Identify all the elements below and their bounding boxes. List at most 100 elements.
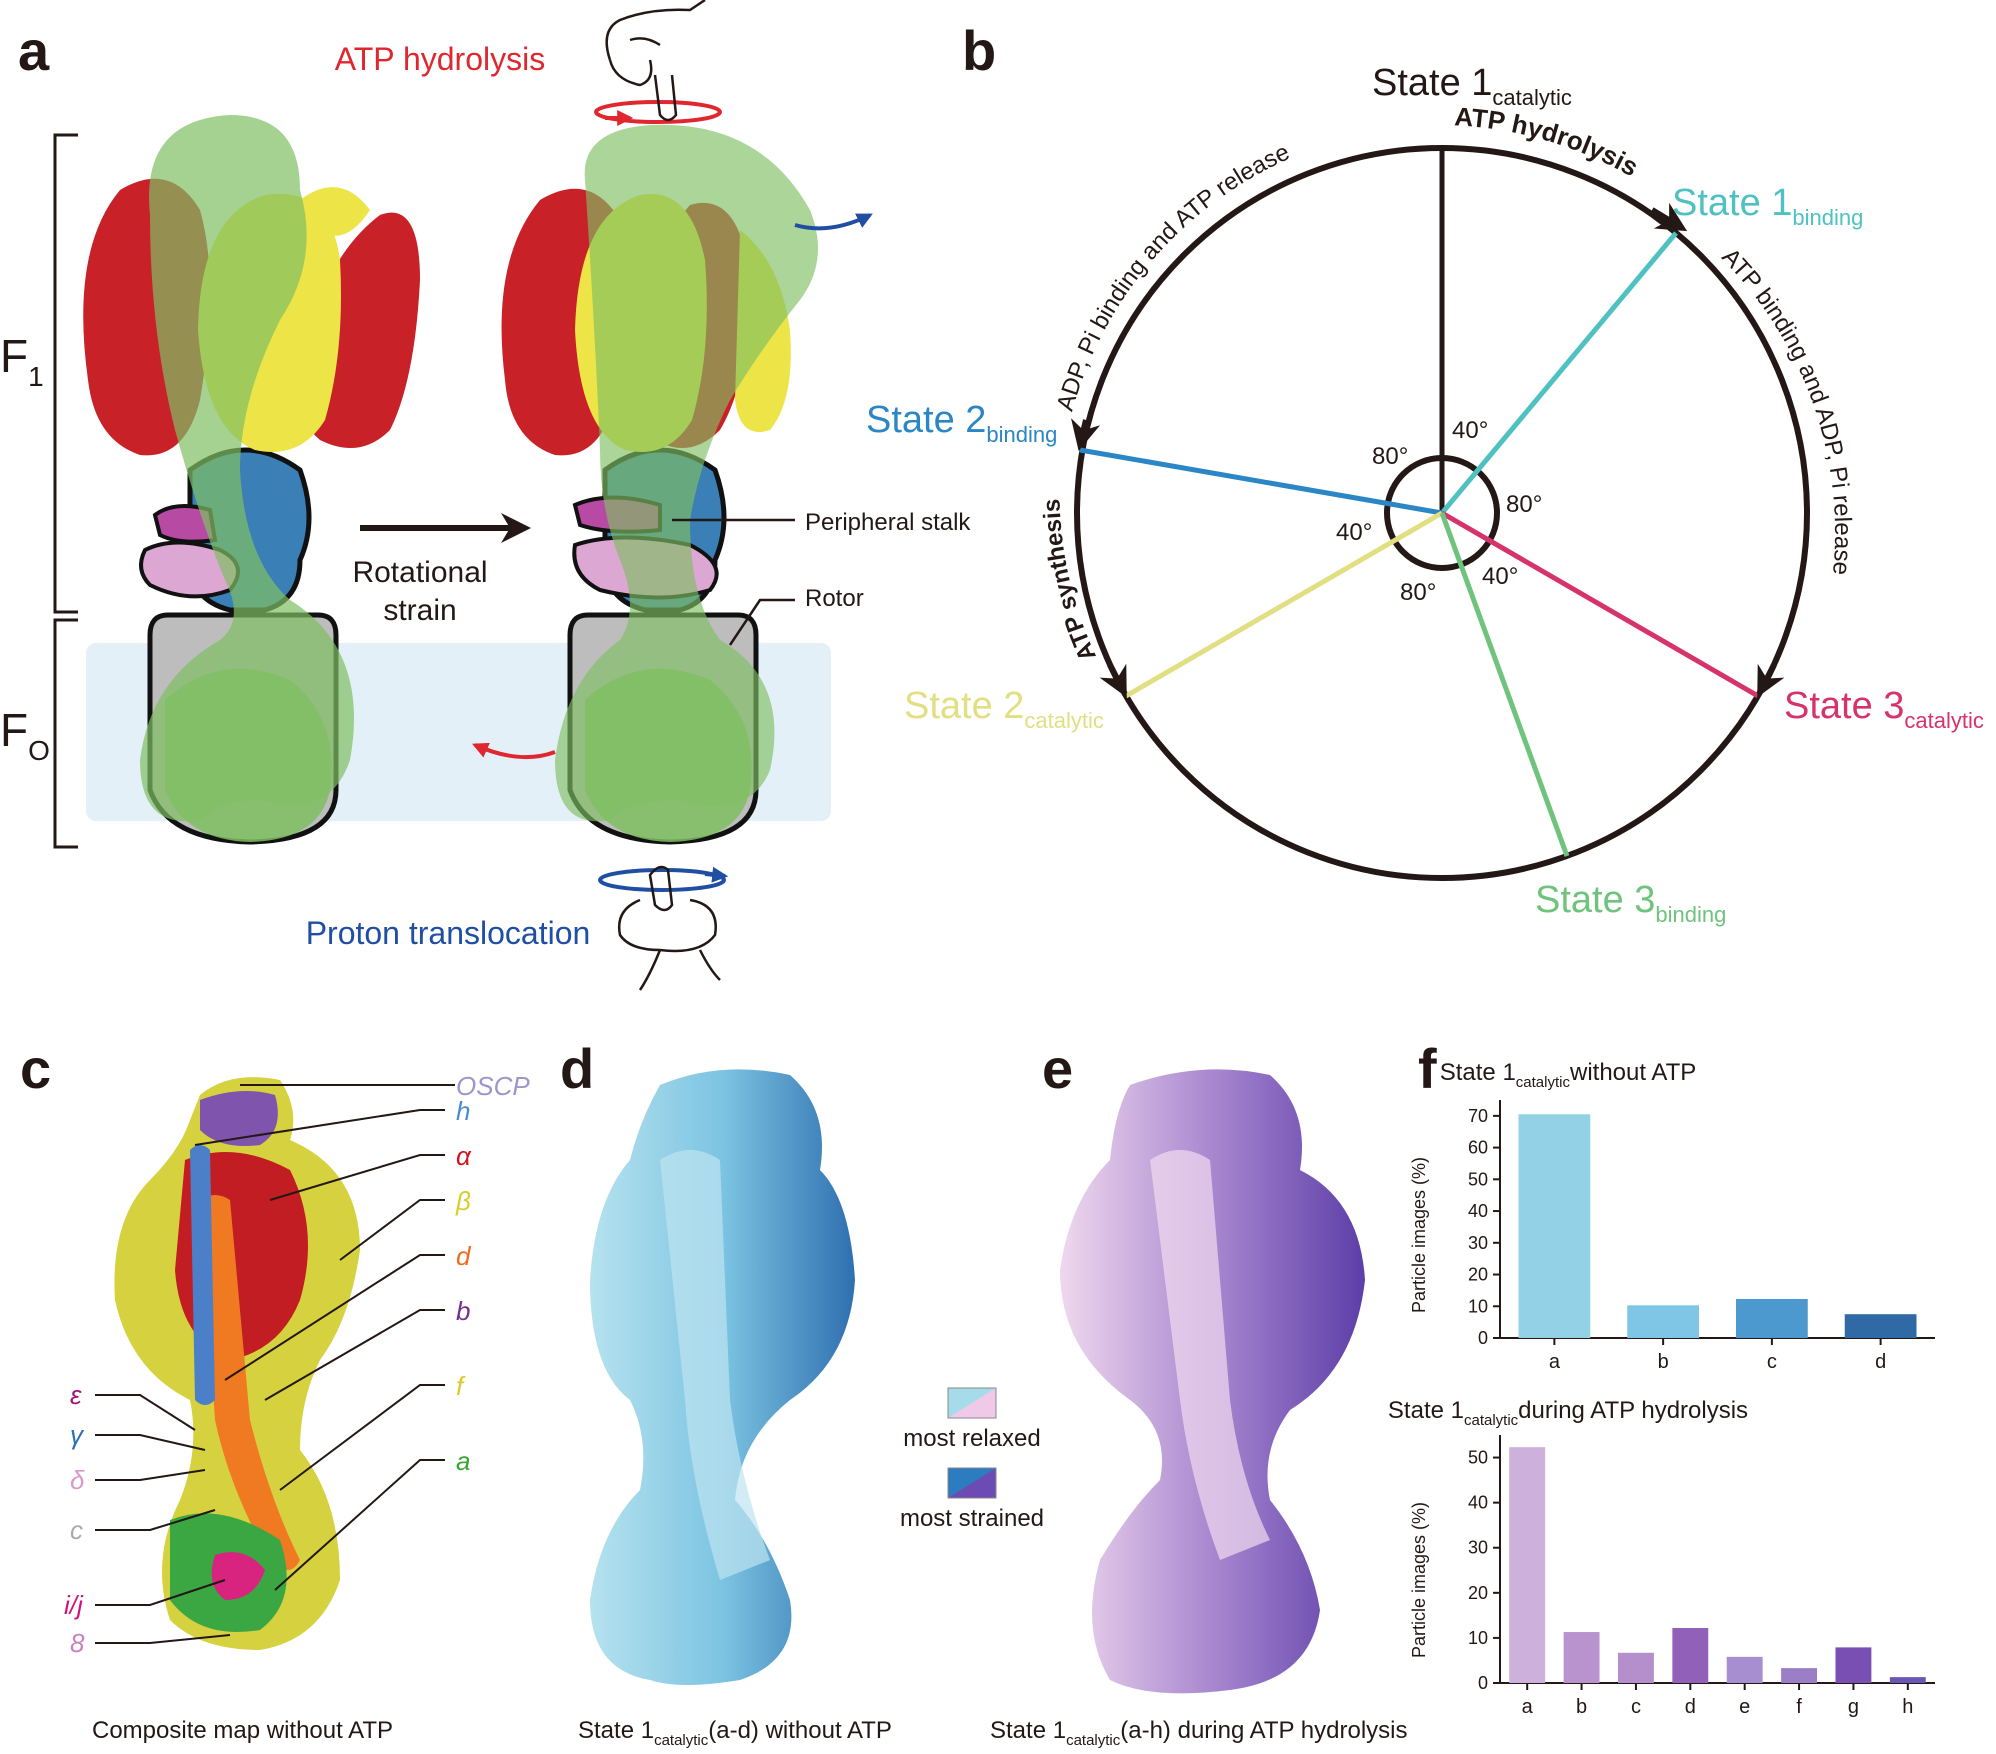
chart1-ytick-label: 0 [1478,1673,1488,1693]
legend-strained-swatch [947,1467,997,1499]
panel-c-leaders [95,1084,455,1644]
atp-synthase-strained [501,124,818,845]
oscp-density [200,1091,278,1146]
angle-80-left: 80° [1372,443,1408,470]
chart1-bar-h [1889,1677,1926,1683]
radius-state2-catalytic [1124,510,1444,699]
d-subunit-density [200,1195,300,1570]
arrow-to-state2-binding [1071,418,1101,451]
peripheral-stalk-left [140,115,354,822]
chart1-ylabel: Particle images (%) [1409,1502,1429,1658]
chart1-ytick-label: 10 [1468,1628,1488,1648]
rotor-leader [728,598,795,646]
chart1-xtick-label: h [1902,1696,1913,1718]
radius-state1-binding [1440,231,1678,515]
chart1-bar-e [1726,1656,1763,1683]
label-8: 8 [70,1628,85,1658]
chart1-bar-b [1563,1632,1600,1683]
label-ij: i/j [64,1590,84,1620]
arrow-to-state3-catalytic [1757,663,1785,698]
chart1-xtick-label: b [1576,1696,1587,1718]
chart0-ytick-label: 0 [1478,1328,1488,1348]
blue-rotation-arrow [794,213,873,231]
label-a: a [456,1446,470,1476]
label-oscp: OSCP [456,1071,530,1101]
angle-40-top: 40° [1452,417,1488,444]
chart1-ytick-label: 30 [1468,1538,1488,1558]
atp-synthase-relaxed [83,115,420,845]
chart1-bar-g [1835,1647,1872,1683]
fo-label: FO [0,704,50,766]
label-epsilon: ε [70,1380,82,1410]
label-alpha: α [456,1141,472,1171]
label-state2-catalytic: State 2catalytic [904,685,1104,733]
chart1-xtick-label: e [1739,1696,1750,1718]
bar-chart-during-hydrolysis: State 1catalyticduring ATP hydrolysis Pa… [1388,1397,1935,1718]
chart0-xtick-label: b [1658,1351,1669,1373]
h-subunit-density [190,1145,215,1405]
label-state1-catalytic: State 1catalytic [1372,62,1572,110]
chart1-xtick-label: f [1796,1696,1802,1718]
label-beta: β [455,1186,471,1216]
label-state1-binding: State 1binding [1672,182,1863,230]
peripheral-stalk-right [555,124,818,822]
caption-e: State 1catalytic(a-h) during ATP hydroly… [990,1717,1407,1749]
panel-label-a: a [18,19,50,82]
map-e-relaxed-region [1150,1150,1270,1560]
label-state3-binding: State 3binding [1535,879,1726,927]
chart0-ytick-label: 30 [1468,1233,1488,1253]
label-c: c [70,1515,83,1545]
caption-c: Composite map without ATP [92,1717,393,1744]
atp-hydrolysis-title: ATP hydrolysis [335,41,545,77]
chart1-xtick-label: g [1848,1696,1859,1718]
panel-label-e: e [1042,1037,1073,1100]
arrow-to-state2-catalytic [1099,663,1127,698]
chart0-ylabel: Particle images (%) [1409,1157,1429,1313]
chart1-bar-c [1617,1652,1654,1683]
chart0-ytick-label: 50 [1468,1169,1488,1189]
chart1-ytick-label: 20 [1468,1583,1488,1603]
chart1-ytick-label: 40 [1468,1493,1488,1513]
legend-relaxed-label: most relaxed [903,1425,1040,1452]
chart1-xtick-label: a [1522,1696,1534,1718]
panel-d: most relaxed most strained State 1cataly… [578,1069,1044,1749]
angle-40-bottom: 40° [1482,563,1518,590]
chart1-bar-f [1781,1668,1818,1683]
chart0-bar-d [1844,1314,1917,1338]
panel-a: F1 FO Rotational strain [0,0,971,991]
proton-translocation-title: Proton translocation [306,915,591,951]
panel-label-d: d [560,1037,594,1100]
angle-40-left: 40° [1336,519,1372,546]
panel-label-c: c [20,1037,51,1100]
caption-d: State 1catalytic(a-d) without ATP [578,1717,892,1749]
rotor-label: Rotor [805,585,864,612]
fo-bracket [53,618,78,849]
angle-80-right: 80° [1506,491,1542,518]
chart0-xtick-label: c [1767,1351,1777,1373]
rotor-lower-left [165,668,332,842]
chart1-ytick-label: 50 [1468,1448,1488,1468]
bar-chart-without-atp: State 1catalyticwithout ATP Particle ima… [1409,1059,1935,1373]
arc-label-atp-binding: ATP binding and ADP, Pi release [1717,243,1857,576]
arc-label-hydrolysis: ATP hydrolysis [1454,101,1644,182]
rotational-label: Rotational [352,556,487,589]
legend-strained-label: most strained [900,1505,1044,1532]
f1-bracket [53,133,78,614]
panel-label-b: b [962,19,996,82]
chart0-xtick-label: d [1875,1351,1886,1373]
label-h: h [456,1096,470,1126]
label-state3-catalytic: State 3catalytic [1784,685,1984,733]
chart0-bar-b [1627,1305,1700,1338]
label-b: b [456,1296,470,1326]
ij-subunit-density [211,1552,265,1600]
chart0-ytick-label: 60 [1468,1138,1488,1158]
panel-b: ATP hydrolysis ADP, Pi binding and ATP r… [866,62,1984,927]
chart0-ytick-label: 10 [1468,1296,1488,1316]
strain-label: strain [383,594,456,627]
chart0-title: State 1catalyticwithout ATP [1440,1059,1697,1091]
chart0-bar-c [1735,1298,1808,1338]
label-delta: δ [70,1465,85,1495]
panel-e: State 1catalytic(a-h) during ATP hydroly… [990,1069,1407,1749]
hand-top-icon [605,0,706,122]
